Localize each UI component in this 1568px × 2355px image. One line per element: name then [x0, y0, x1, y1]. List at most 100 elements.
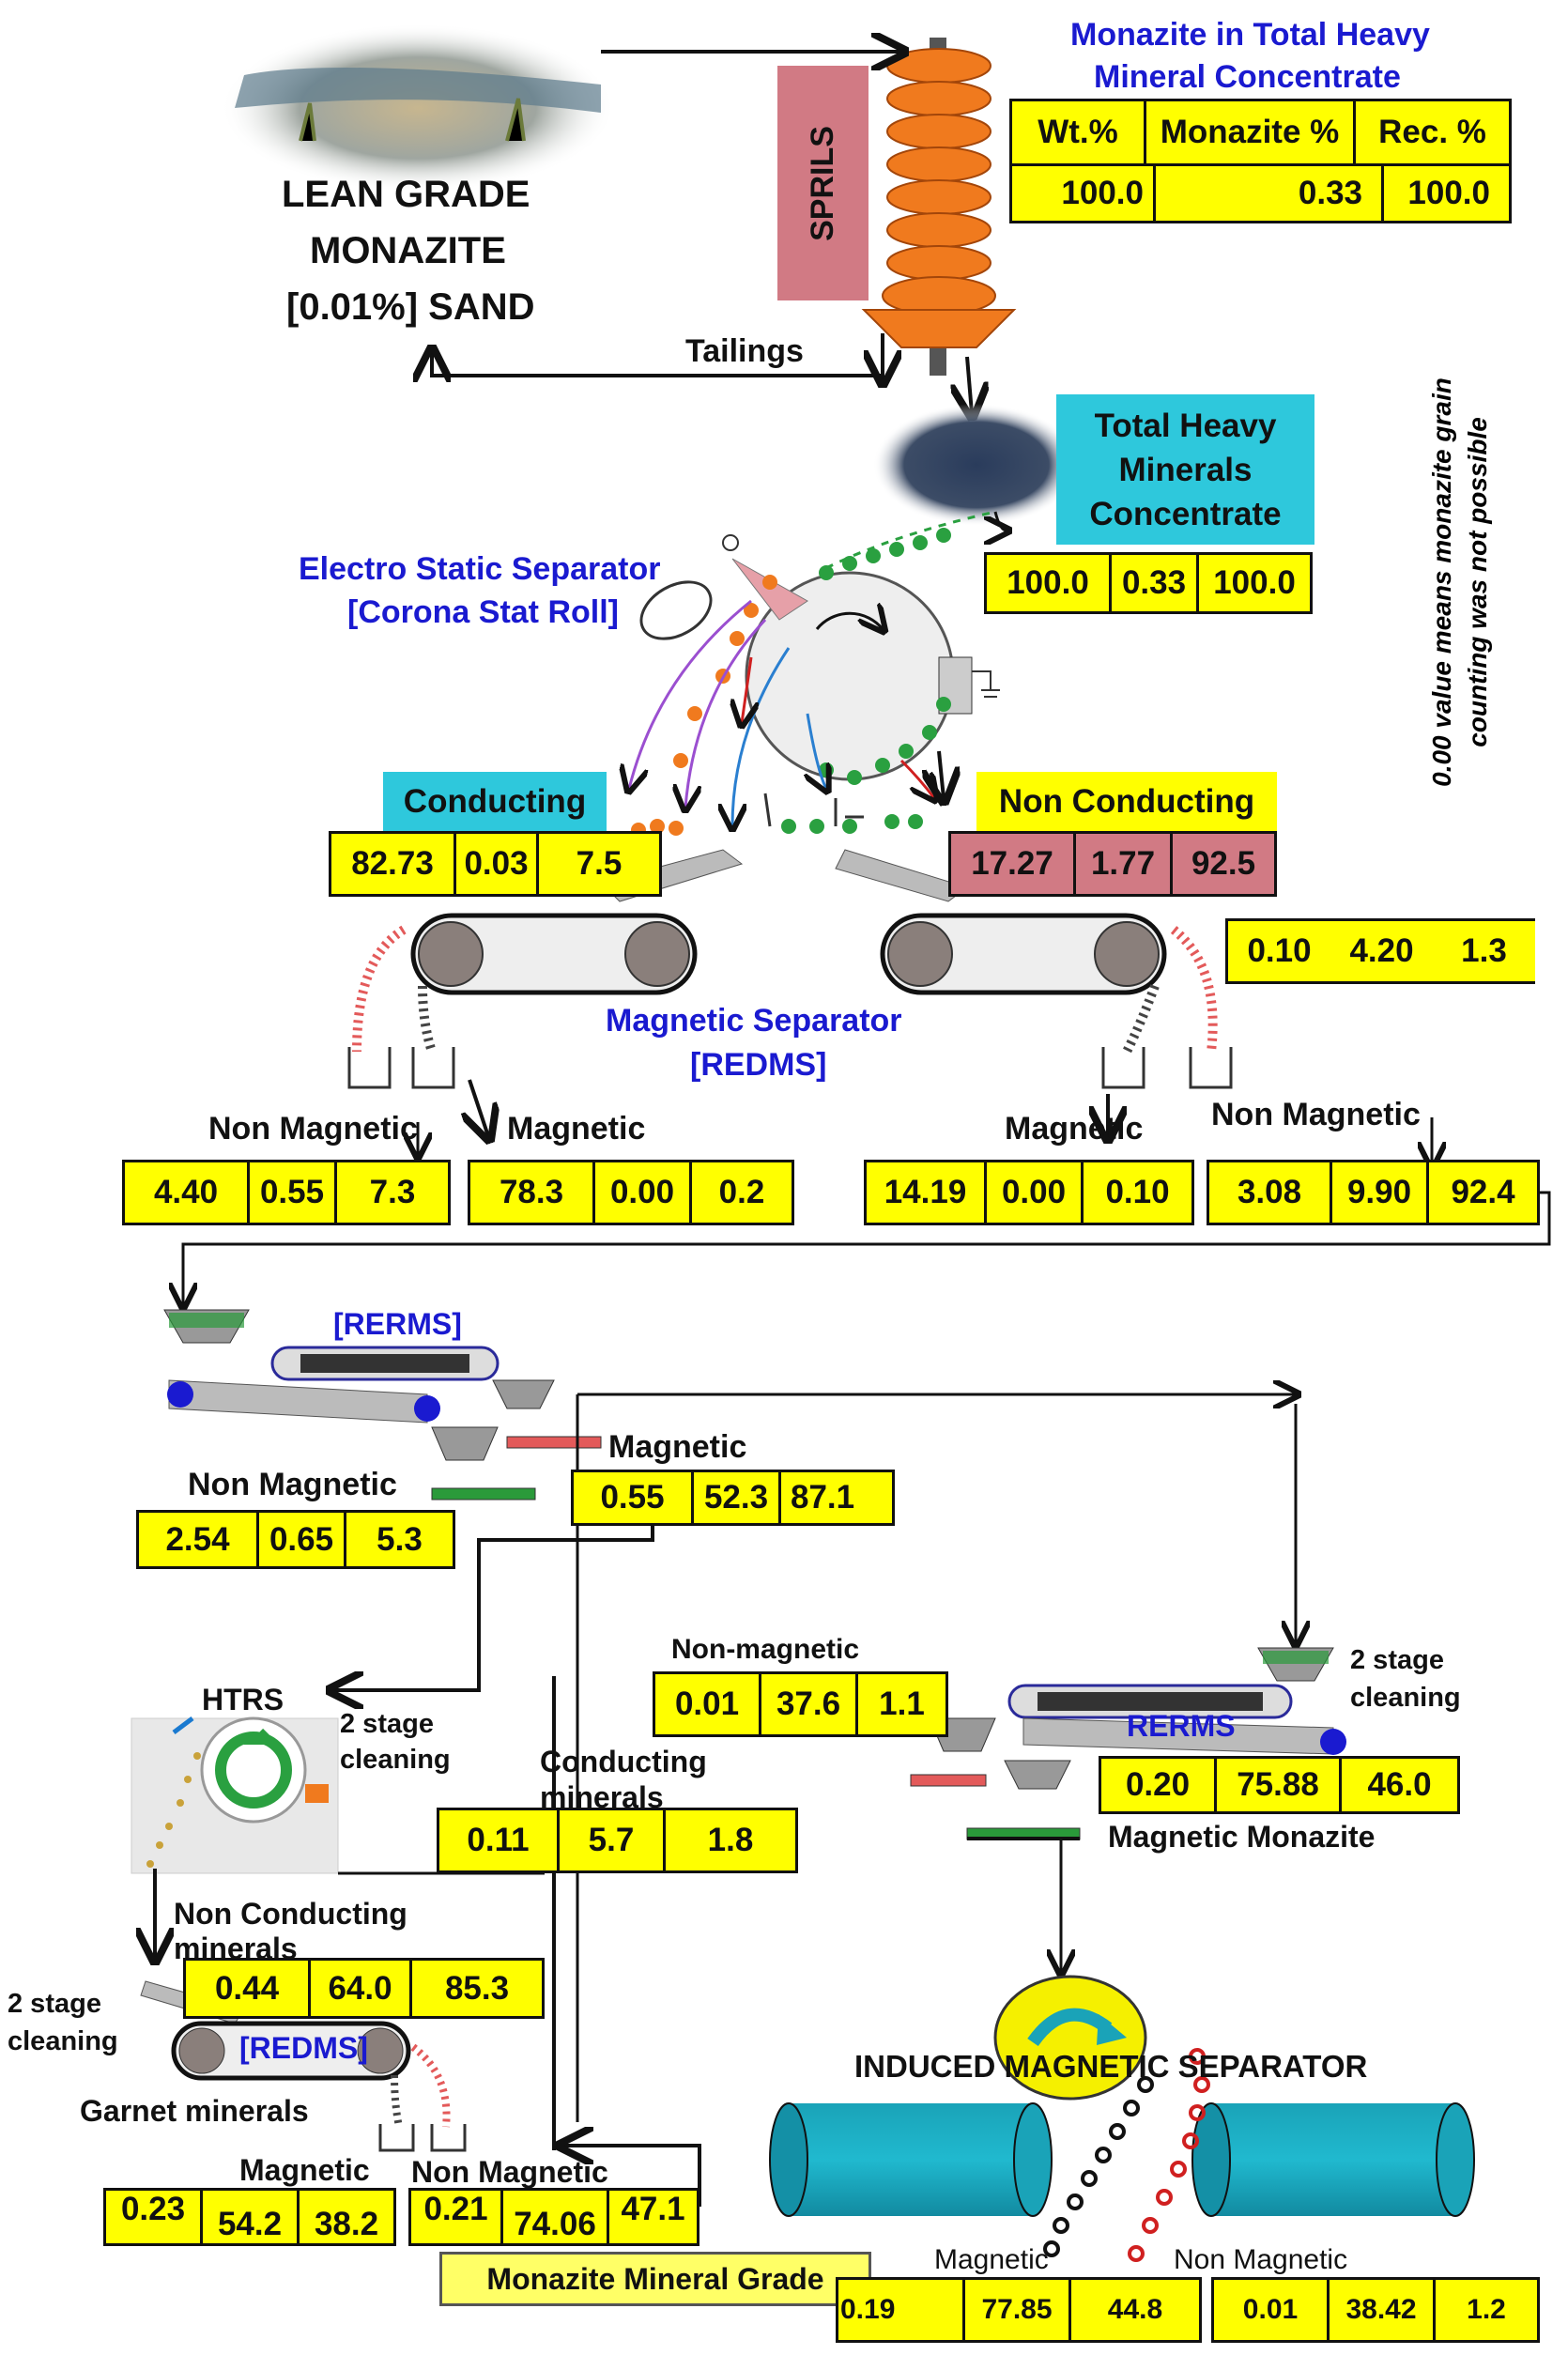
rerms1-mag-monazite: 52.3	[694, 1472, 781, 1523]
right-nonmag-wt: 3.08	[1209, 1162, 1332, 1223]
source-line-1: LEAN GRADE	[282, 174, 530, 215]
rerms1-mag-rec: 87.1	[781, 1472, 892, 1523]
ims-mag-wt: 0.19	[838, 2280, 965, 2340]
non-magnetic-mid-label: Non-magnetic	[671, 1634, 860, 1665]
left-mag-rec: 0.2	[692, 1162, 792, 1223]
bottom-nonmag-wt: 0.21	[411, 2191, 503, 2243]
non-conducting-minerals-monazite: 64.0	[311, 1961, 412, 2016]
thmc-table-title-1: Monazite in Total Heavy	[1070, 17, 1430, 53]
side-note-line-2: counting was not possible	[1463, 417, 1492, 747]
left-mag-values: 78.3 0.00 0.2	[468, 1160, 794, 1225]
thmc-line-2: Minerals	[1118, 451, 1253, 488]
non-conducting-minerals-wt: 0.44	[186, 1961, 311, 2016]
ess-line-2: [Corona Stat Roll]	[347, 594, 619, 630]
redms1-line-1: Magnetic Separator	[606, 1003, 902, 1039]
rerms2-rec: 46.0	[1342, 1759, 1457, 1811]
floating-monazite: 4.20	[1330, 921, 1433, 981]
conducting-minerals-line-1: Conducting	[540, 1745, 707, 1778]
non-conducting-wt: 17.27	[951, 834, 1076, 894]
bottom-mag-monazite: 54.2	[203, 2191, 300, 2243]
garnet-label: Garnet minerals	[80, 2094, 309, 2128]
right-mag-monazite: 0.00	[987, 1162, 1084, 1223]
ims-mag-rec: 44.8	[1071, 2280, 1199, 2340]
left-mag-monazite: 0.00	[595, 1162, 692, 1223]
ims-nonmag-wt: 0.01	[1214, 2280, 1330, 2340]
header-wt: Wt.%	[1012, 101, 1146, 163]
conducting-wt: 82.73	[331, 834, 456, 894]
non-conducting-monazite: 1.77	[1076, 834, 1173, 894]
ims-nonmag-values: 0.01 38.42 1.2	[1211, 2277, 1540, 2343]
rerms2-mag-label: Magnetic Monazite	[1108, 1820, 1376, 1854]
thmc-wt: 100.0	[987, 555, 1112, 611]
thmc-monazite: 0.33	[1112, 555, 1199, 611]
rerms2-wt: 0.20	[1101, 1759, 1217, 1811]
left-nonmag-label: Non Magnetic	[208, 1111, 418, 1147]
conducting-values: 82.73 0.03 7.5	[329, 831, 662, 897]
right-mag-values: 14.19 0.00 0.10	[864, 1160, 1194, 1225]
rerms2-monazite: 75.88	[1217, 1759, 1342, 1811]
rerms-cleaning-separator-image	[910, 1647, 1346, 1840]
beach-sand-image	[221, 23, 615, 192]
ims-label: INDUCED MAGNETIC SEPARATOR	[854, 2049, 1368, 2084]
floating-rec: 1.3	[1433, 921, 1535, 981]
side-note: 0.00 value means monazite grain counting…	[1413, 362, 1507, 803]
left-nonmag-rec: 7.3	[337, 1162, 448, 1223]
left-nonmag-monazite: 0.55	[250, 1162, 337, 1223]
spirals-label-text: SPRILS	[805, 125, 840, 241]
htrs-label: HTRS	[202, 1683, 284, 1716]
thmc-table-headers: Wt.% Monazite % Rec. %	[1009, 99, 1512, 166]
conducting-header: Conducting	[383, 772, 607, 832]
conducting-minerals-wt: 0.11	[439, 1810, 560, 1870]
thmc-rec: 100.0	[1199, 555, 1310, 611]
ims-nonmag-monazite: 38.42	[1330, 2280, 1436, 2340]
conducting-rec: 7.5	[539, 834, 659, 894]
bottom-nonmag-rec: 47.1	[609, 2191, 697, 2243]
bottom-mag-wt: 0.23	[106, 2191, 203, 2243]
rerms2-cleaning-1: 2 stage	[1350, 1645, 1444, 1675]
thmc-table-title-2: Mineral Concentrate	[1094, 59, 1401, 95]
value-rec: 100.0	[1384, 166, 1509, 221]
thmc-table-values: 100.0 0.33 100.0	[1009, 163, 1512, 223]
right-nonmag-monazite: 9.90	[1332, 1162, 1429, 1223]
source-line-3: [0.01%] SAND	[286, 286, 535, 328]
non-conducting-header: Non Conducting	[976, 772, 1277, 832]
left-cleaning-line-2: cleaning	[8, 2026, 118, 2056]
non-conducting-minerals-rec: 85.3	[412, 1961, 542, 2016]
rerms1-mag-values: 0.55 52.3 87.1	[571, 1470, 895, 1526]
grade-label: Monazite Mineral Grade	[439, 2252, 871, 2306]
bottom-mag-rec: 38.2	[300, 2191, 393, 2243]
bottom-mag-values: 0.23 54.2 38.2	[103, 2188, 396, 2246]
non-conducting-values: 17.27 1.77 92.5	[948, 831, 1277, 897]
htrs-cleaning-2: cleaning	[340, 1745, 451, 1775]
non-conducting-rec: 92.5	[1173, 834, 1274, 894]
right-nonmag-values: 3.08 9.90 92.4	[1207, 1160, 1540, 1225]
header-monazite: Monazite %	[1146, 101, 1356, 163]
conducting-minerals-rec: 1.8	[666, 1810, 795, 1870]
thmc-line-3: Concentrate	[1089, 495, 1282, 532]
induced-magnetic-separator-image	[769, 1975, 1475, 2262]
non-conducting-minerals-values: 0.44 64.0 85.3	[183, 1958, 545, 2019]
left-nonmag-wt: 4.40	[125, 1162, 250, 1223]
right-mag-rec: 0.10	[1084, 1162, 1191, 1223]
htrs-cleaning-1: 2 stage	[340, 1709, 434, 1739]
left-nonmag-values: 4.40 0.55 7.3	[122, 1160, 451, 1225]
ess-line-1: Electro Static Separator	[299, 551, 661, 587]
header-rec: Rec. %	[1356, 101, 1509, 163]
bottom-nonmag-values: 0.21 74.06 47.1	[408, 2188, 699, 2246]
non-magnetic-mid-rec: 1.1	[858, 1674, 945, 1734]
rerms2-label: RERMS	[1127, 1709, 1236, 1743]
right-nonmag-rec: 92.4	[1429, 1162, 1537, 1223]
thmc-values: 100.0 0.33 100.0	[984, 552, 1313, 614]
right-nonmag-label: Non Magnetic	[1211, 1097, 1421, 1132]
rerms1-nonmag-monazite: 0.65	[259, 1513, 346, 1566]
ims-nonmag-label: Non Magnetic	[1174, 2244, 1348, 2275]
redms-small-separator-image	[140, 1980, 467, 2152]
spirals-label: SPRILS	[777, 66, 869, 300]
conducting-minerals-monazite: 5.7	[560, 1810, 666, 1870]
spiral-separator-image	[861, 38, 1017, 376]
non-magnetic-mid-monazite: 37.6	[761, 1674, 858, 1734]
rerms1-nonmag-label: Non Magnetic	[188, 1467, 397, 1502]
htrs-separator-image	[131, 1716, 339, 1874]
ims-mag-monazite: 77.85	[965, 2280, 1071, 2340]
